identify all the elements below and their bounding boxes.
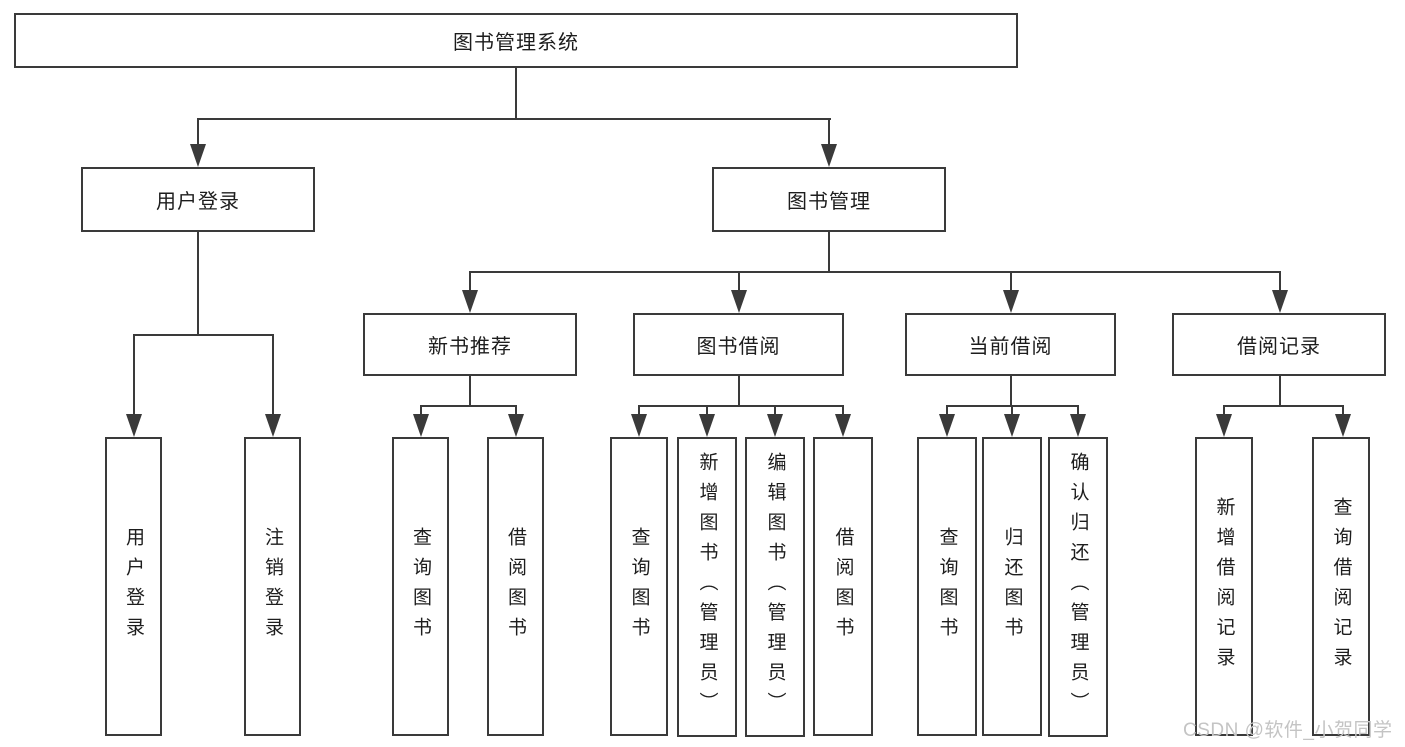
connector-line: [197, 118, 831, 120]
connector-line: [1077, 405, 1079, 417]
leaf-label: 查询图书: [936, 526, 958, 647]
node-leaf-query-books-3: 查询图书: [917, 437, 977, 736]
arrowhead-down-icon: [821, 144, 837, 167]
connector-line: [1279, 271, 1281, 293]
node-user-login-label: 用户登录: [156, 191, 240, 213]
connector-line: [469, 271, 1281, 273]
arrowhead-down-icon: [1272, 290, 1288, 313]
arrowhead-down-icon: [939, 414, 955, 437]
connector-line: [1279, 376, 1281, 407]
connector-line: [133, 334, 135, 417]
node-root: 图书管理系统: [14, 13, 1018, 68]
node-root-label: 图书管理系统: [453, 32, 579, 54]
connector-line: [197, 118, 199, 148]
connector-line: [842, 405, 844, 417]
node-new-books-label: 新书推荐: [428, 336, 512, 358]
leaf-label: 编辑图书（管理员）: [764, 452, 786, 722]
node-book-borrow: 图书借阅: [633, 313, 844, 376]
leaf-label: 注销登录: [262, 526, 283, 647]
node-leaf-borrow-books-1: 借阅图书: [487, 437, 544, 736]
connector-line: [828, 232, 830, 273]
arrowhead-down-icon: [731, 290, 747, 313]
connector-line: [272, 334, 274, 417]
leaf-label: 归还图书: [1001, 526, 1023, 647]
arrowhead-down-icon: [1004, 414, 1020, 437]
leaf-label: 查询图书: [410, 526, 431, 647]
node-leaf-query-borrow-record: 查询借阅记录: [1312, 437, 1370, 736]
arrowhead-down-icon: [1070, 414, 1086, 437]
connector-line: [515, 68, 517, 120]
connector-line: [828, 118, 830, 148]
connector-line: [515, 405, 517, 417]
arrowhead-down-icon: [462, 290, 478, 313]
connector-line: [738, 376, 740, 407]
node-leaf-user-login: 用户登录: [105, 437, 162, 736]
leaf-label: 用户登录: [123, 526, 144, 647]
arrowhead-down-icon: [508, 414, 524, 437]
connector-line: [420, 405, 422, 417]
node-book-borrow-label: 图书借阅: [696, 336, 781, 358]
arrowhead-down-icon: [1216, 414, 1232, 437]
node-leaf-query-books-1: 查询图书: [392, 437, 449, 736]
connector-line: [774, 405, 776, 417]
connector-line: [1010, 376, 1012, 407]
node-borrow-records-label: 借阅记录: [1237, 336, 1321, 358]
leaf-label: 借阅图书: [832, 526, 854, 647]
node-leaf-edit-books-admin: 编辑图书（管理员）: [745, 437, 805, 737]
arrowhead-down-icon: [1335, 414, 1351, 437]
arrowhead-down-icon: [265, 414, 281, 437]
connector-line: [946, 405, 948, 417]
node-book-mgmt-label: 图书管理: [787, 191, 871, 213]
connector-line: [197, 232, 199, 336]
node-current-borrow: 当前借阅: [905, 313, 1116, 376]
node-leaf-confirm-return-admin: 确认归还（管理员）: [1048, 437, 1108, 737]
connector-line: [420, 405, 517, 407]
connector-line: [1010, 271, 1012, 293]
csdn-watermark: CSDN @软件_小贺同学: [1183, 720, 1393, 741]
connector-line: [1223, 405, 1344, 407]
node-user-login: 用户登录: [81, 167, 315, 232]
node-book-mgmt: 图书管理: [712, 167, 946, 232]
connector-line: [738, 271, 740, 293]
connector-line: [133, 334, 274, 336]
node-leaf-query-books-2: 查询图书: [610, 437, 668, 736]
leaf-label: 查询图书: [628, 526, 650, 647]
connector-line: [638, 405, 844, 407]
arrowhead-down-icon: [835, 414, 851, 437]
arrowhead-down-icon: [126, 414, 142, 437]
node-new-books: 新书推荐: [363, 313, 577, 376]
arrowhead-down-icon: [413, 414, 429, 437]
connector-line: [469, 271, 471, 293]
arrowhead-down-icon: [1003, 290, 1019, 313]
arrowhead-down-icon: [699, 414, 715, 437]
connector-line: [706, 405, 708, 417]
arrowhead-down-icon: [631, 414, 647, 437]
connector-line: [638, 405, 640, 417]
leaf-label: 新增图书（管理员）: [696, 452, 718, 722]
arrowhead-down-icon: [767, 414, 783, 437]
leaf-label: 确认归还（管理员）: [1067, 452, 1089, 722]
leaf-label: 查询借阅记录: [1330, 496, 1352, 677]
connector-line: [1223, 405, 1225, 417]
connector-line: [1342, 405, 1344, 417]
node-leaf-borrow-books-2: 借阅图书: [813, 437, 873, 736]
node-leaf-add-borrow-record: 新增借阅记录: [1195, 437, 1253, 736]
leaf-label: 借阅图书: [505, 526, 526, 647]
node-leaf-add-books-admin: 新增图书（管理员）: [677, 437, 737, 737]
connector-line: [469, 376, 471, 407]
node-borrow-records: 借阅记录: [1172, 313, 1386, 376]
node-leaf-return-books: 归还图书: [982, 437, 1042, 736]
connector-line: [1011, 405, 1013, 417]
node-current-borrow-label: 当前借阅: [968, 336, 1053, 358]
node-leaf-logout: 注销登录: [244, 437, 301, 736]
arrowhead-down-icon: [190, 144, 206, 167]
leaf-label: 新增借阅记录: [1213, 496, 1235, 677]
